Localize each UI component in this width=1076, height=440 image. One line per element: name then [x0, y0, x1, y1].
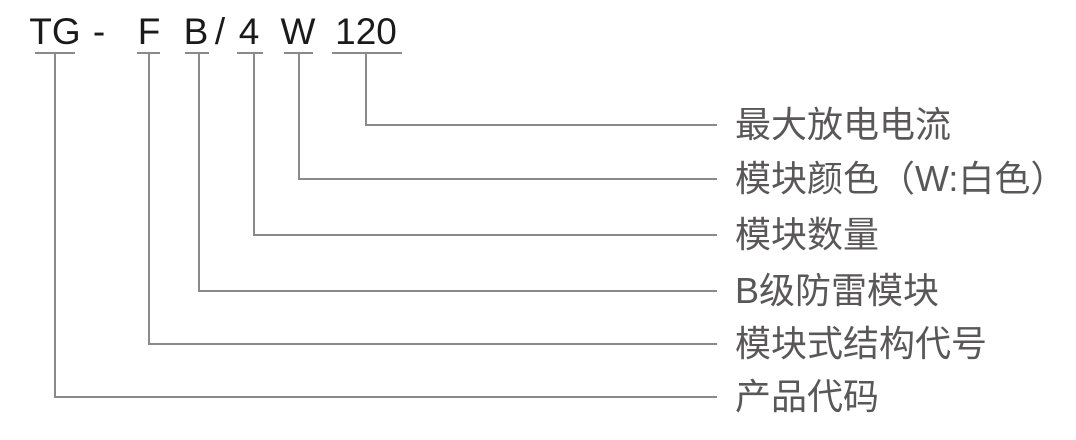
connector-4-vertical	[253, 52, 255, 236]
underline-4	[237, 52, 263, 54]
underline-120	[332, 52, 402, 54]
code-part-w: W	[280, 11, 316, 52]
code-part-slash: /	[214, 11, 226, 52]
connector-tg-vertical	[54, 52, 56, 398]
connector-b-vertical	[198, 52, 200, 292]
connector-120-horizontal	[365, 124, 717, 126]
connector-tg-horizontal	[54, 396, 717, 398]
code-part-tg: TG	[29, 11, 81, 52]
legend-label-module-quantity: 模块数量	[735, 214, 880, 255]
connector-120-vertical	[365, 52, 367, 126]
legend-label-class-b-module: B级防雷模块	[735, 270, 940, 311]
code-part-4: 4	[238, 11, 260, 52]
legend-label-max-discharge-current: 最大放电电流	[735, 104, 952, 145]
connector-b-horizontal	[198, 290, 717, 292]
code-part-f: F	[137, 11, 161, 52]
connector-f-vertical	[148, 52, 150, 345]
underline-b	[185, 52, 209, 54]
connector-f-horizontal	[148, 343, 717, 345]
connector-4-horizontal	[253, 234, 717, 236]
connector-w-vertical	[298, 52, 300, 180]
code-part-hyphen: -	[92, 11, 106, 52]
legend-label-modular-structure-code: 模块式结构代号	[735, 323, 988, 364]
legend-label-product-code: 产品代码	[735, 376, 880, 417]
code-part-b: B	[183, 11, 209, 52]
connector-w-horizontal	[298, 178, 717, 180]
code-part-120: 120	[335, 11, 397, 52]
legend-label-module-color: 模块颜色（W:白色）	[735, 158, 1067, 199]
